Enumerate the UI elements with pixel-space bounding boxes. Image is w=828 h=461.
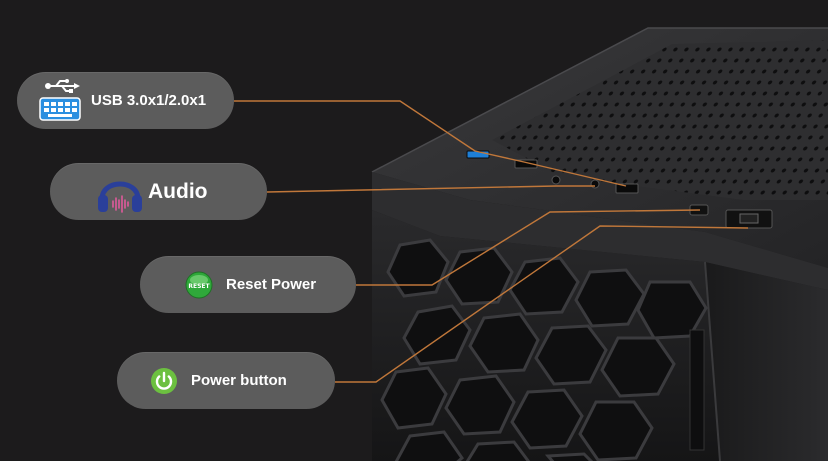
power-icon (149, 366, 179, 396)
case-side-panel (705, 262, 828, 461)
reset-feature-label: Reset Power (226, 276, 317, 293)
io-ports (466, 150, 773, 229)
audio-jack-2 (590, 179, 600, 189)
audio-jack-1 (551, 175, 561, 185)
usb-port-extra (615, 183, 639, 194)
usb-feature-pill: USB 3.0x1/2.0x1 (17, 72, 234, 129)
leader-lines (234, 100, 749, 383)
usb2-port (514, 159, 538, 169)
case-top-mesh (492, 40, 828, 200)
headphones-icon (92, 167, 148, 217)
svg-text:RESET: RESET (188, 283, 210, 290)
reset-feature-pill: RESET Reset Power (140, 256, 356, 313)
case-front-bezel (372, 172, 828, 290)
reset-button-icon: RESET (184, 270, 214, 300)
usb-feature-label: USB 3.0x1/2.0x1 (91, 92, 207, 109)
hexagon-grille (380, 238, 708, 461)
reset-leader-line (356, 209, 701, 286)
power-leader-line (335, 225, 749, 383)
audio-leader-line (266, 185, 595, 193)
usb-leader-line (234, 100, 476, 152)
audio-feature-pill: Audio (50, 163, 267, 220)
power-feature-pill: Power button (117, 352, 335, 409)
usb-leader-line-2 (474, 150, 627, 187)
power-feature-label: Power button (191, 372, 287, 389)
side-vent (689, 329, 705, 451)
audio-feature-label: Audio (148, 179, 208, 203)
usb-keyboard-icon (33, 76, 89, 126)
